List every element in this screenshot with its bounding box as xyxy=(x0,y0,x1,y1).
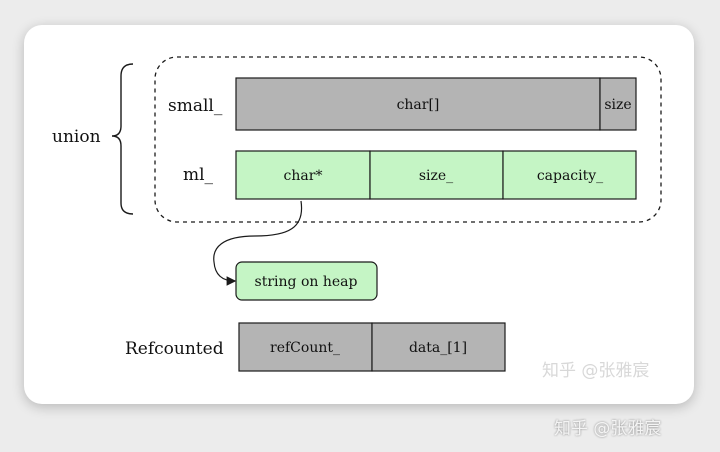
watermark-outer: 知乎 @张雅宸 xyxy=(554,419,662,439)
refcount-cell xyxy=(238,322,373,372)
pointer-arrow xyxy=(213,200,303,286)
heap-string-text: string on heap xyxy=(255,274,358,290)
union-brace xyxy=(111,63,134,215)
ml-label: ml_ xyxy=(183,165,214,185)
data-array-cell xyxy=(371,322,506,372)
small-char-array-cell xyxy=(235,77,601,131)
small-size-cell xyxy=(599,77,637,131)
watermark-inner: 知乎 @张雅宸 xyxy=(542,361,650,381)
heap-string-box xyxy=(235,261,378,301)
refcount-text: refCount_ xyxy=(270,340,340,356)
ml-capacity-text: capacity_ xyxy=(537,168,603,184)
union-container xyxy=(154,56,662,223)
ml-size-text: size_ xyxy=(419,168,453,184)
ml-capacity-cell xyxy=(502,150,637,200)
refcounted-label: Refcounted xyxy=(125,339,224,359)
small-label: small_ xyxy=(168,96,223,116)
small-size-text: size xyxy=(604,97,631,113)
small-char-array-text: char[] xyxy=(397,97,440,113)
union-label: union xyxy=(52,127,101,147)
ml-char-ptr-text: char* xyxy=(284,168,323,184)
ml-char-ptr-cell xyxy=(235,150,371,200)
data-array-text: data_[1] xyxy=(409,340,467,356)
